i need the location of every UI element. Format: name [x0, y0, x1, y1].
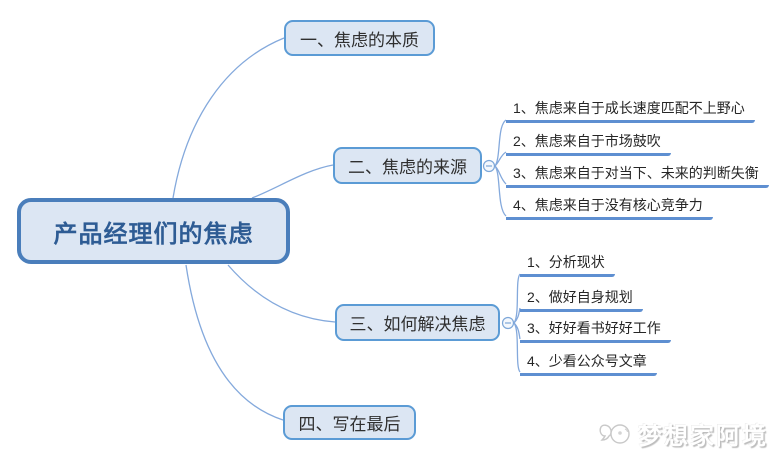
watermark: 梦想家阿境 [598, 416, 768, 451]
branch-node-label: 四、写在最后 [298, 415, 401, 434]
watermark-text: 梦想家阿境 [638, 423, 768, 450]
connector-root-branch3 [227, 264, 336, 323]
connector-root-branch4 [185, 264, 284, 421]
mascot-face-icon [599, 423, 630, 444]
subtopic-item[interactable]: 2、做好自身规划 [520, 289, 643, 312]
branch-node-label: 三、如何解决焦虑 [349, 315, 486, 334]
subtopic-item[interactable]: 4、少看公众号文章 [520, 353, 657, 376]
root-node[interactable]: 产品经理们的焦虑 [17, 198, 290, 264]
connector-root-branch2 [251, 164, 334, 199]
subtopic-item[interactable]: 2、焦虑来自于市场鼓吹 [506, 133, 671, 156]
collapse-toggle-branch3[interactable] [501, 316, 515, 330]
branch-node-4[interactable]: 四、写在最后 [283, 405, 416, 440]
root-node-label: 产品经理们的焦虑 [53, 220, 254, 248]
connector-branch3-child1 [513, 273, 521, 324]
connector-branch2-child4 [494, 165, 507, 217]
subtopic-item[interactable]: 3、好好看书好好工作 [520, 320, 671, 343]
subtopic-item[interactable]: 1、焦虑来自于成长速度匹配不上野心 [506, 100, 755, 123]
connector-branch3-child4 [513, 322, 521, 373]
subtopic-item[interactable]: 3、焦虑来自于对当下、未来的判断失衡 [506, 165, 769, 188]
subtopic-item[interactable]: 4、焦虑来自于没有核心竞争力 [506, 197, 713, 220]
connector-branch2-child2 [494, 151, 507, 167]
connector-branch3-child2 [513, 307, 521, 324]
connector-branch2-child1 [494, 119, 507, 167]
subtopic-item[interactable]: 1、分析现状 [520, 254, 615, 277]
branch-node-3[interactable]: 三、如何解决焦虑 [335, 304, 500, 341]
branch-node-label: 二、焦虑的来源 [348, 158, 467, 177]
collapse-toggle-branch2[interactable] [482, 159, 496, 173]
connector-root-branch1 [172, 37, 285, 199]
branch-node-1[interactable]: 一、焦虑的本质 [284, 20, 435, 56]
branch-node-2[interactable]: 二、焦虑的来源 [333, 147, 482, 184]
branch-node-label: 一、焦虑的本质 [300, 30, 419, 50]
